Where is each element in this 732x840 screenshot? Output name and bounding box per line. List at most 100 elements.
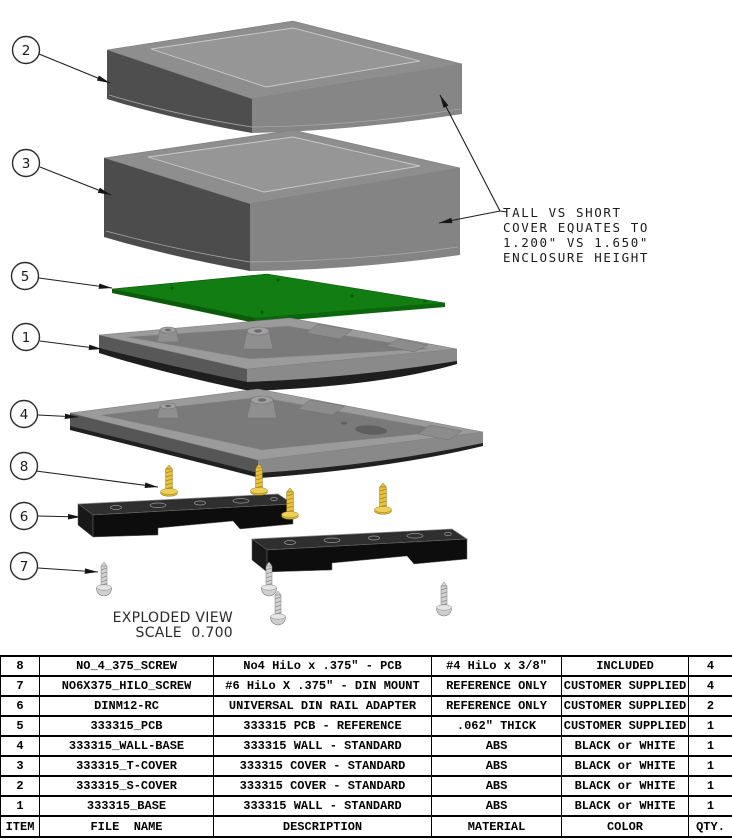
balloon-3-label: 3 xyxy=(22,156,31,172)
short-cover-part xyxy=(106,20,463,133)
base-part xyxy=(98,317,458,391)
bom-cell-color: INCLUDED xyxy=(561,655,689,677)
note-line-4: ENCLOSURE HEIGHT xyxy=(503,250,649,265)
bom-cell-qty: 1 xyxy=(688,775,732,797)
bom-header-item: ITEM xyxy=(0,815,40,838)
bom-cell-item: 7 xyxy=(0,675,40,697)
bom-cell-item: 5 xyxy=(0,715,40,737)
bom-cell-item: 4 xyxy=(0,735,40,757)
leader-line-balloon-5 xyxy=(38,277,113,289)
balloon-4: 4 xyxy=(9,399,39,429)
view-scale: SCALE 0.700 xyxy=(136,625,233,641)
bom-cell-color: CUSTOMER SUPPLIED xyxy=(561,695,689,717)
bom-row-item-3: 3 333315_T-COVER 333315 COVER - STANDARD… xyxy=(0,755,732,777)
bom-cell-material: ABS xyxy=(431,795,562,817)
bom-row-item-6: 6 DINM12-RC UNIVERSAL DIN RAIL ADAPTER R… xyxy=(0,695,732,717)
cover-height-note: TALL VS SHORT COVER EQUATES TO 1.200" VS… xyxy=(503,205,649,265)
balloon-8-label: 8 xyxy=(20,459,29,475)
note-line-3: 1.200" VS 1.650" xyxy=(503,235,649,250)
bom-cell-qty: 1 xyxy=(688,755,732,777)
leader-line-balloon-4 xyxy=(37,413,79,420)
bom-cell-material: ABS xyxy=(431,775,562,797)
bom-row-item-8: 8 NO_4_375_SCREW No4 HiLo x .375" - PCB … xyxy=(0,655,732,677)
bom-cell-qty: 2 xyxy=(688,695,732,717)
bom-cell-description: 333315 COVER - STANDARD xyxy=(213,775,432,797)
leader-line-balloon-3 xyxy=(39,166,112,196)
bom-cell-qty: 1 xyxy=(688,735,732,757)
balloon-2: 2 xyxy=(11,35,41,65)
bom-cell-item: 6 xyxy=(0,695,40,717)
bom-cell-file-name: 333315_BASE xyxy=(39,795,214,817)
balloons: 2 3 5 1 4 8 6 7 xyxy=(9,35,41,581)
bom-cell-item: 8 xyxy=(0,655,40,677)
bom-row-item-5: 5 333315_PCB 333315 PCB - REFERENCE .062… xyxy=(0,715,732,737)
bom-cell-file-name: NO_4_375_SCREW xyxy=(39,655,214,677)
leader-line-note-tall-cover xyxy=(438,210,501,224)
bom-header-row: ITEM FILE NAME DESCRIPTION MATERIAL COLO… xyxy=(0,815,732,838)
bom-cell-qty: 4 xyxy=(688,675,732,697)
leader-line-balloon-1 xyxy=(39,340,103,351)
balloon-4-label: 4 xyxy=(20,407,29,423)
balloon-7: 7 xyxy=(9,551,39,581)
bom-row-item-7: 7 NO6X375_HILO_SCREW #6 HiLo X .375" - D… xyxy=(0,675,732,697)
view-label: EXPLODED VIEW SCALE 0.700 xyxy=(113,610,233,641)
bom-cell-material: REFERENCE ONLY xyxy=(431,675,562,697)
bom-cell-item: 2 xyxy=(0,775,40,797)
bom-cell-description: #6 HiLo X .375" - DIN MOUNT xyxy=(213,675,432,697)
bom-cell-color: CUSTOMER SUPPLIED xyxy=(561,715,689,737)
bom-cell-file-name: 333315_S-COVER xyxy=(39,775,214,797)
leader-lines xyxy=(35,53,508,574)
leader-line-balloon-7 xyxy=(37,567,99,574)
tall-cover-part xyxy=(103,129,461,271)
bom-cell-qty: 1 xyxy=(688,715,732,737)
balloon-1: 1 xyxy=(11,322,41,352)
balloon-5-label: 5 xyxy=(21,269,30,285)
bom-cell-file-name: 333315_WALL-BASE xyxy=(39,735,214,757)
bom-cell-description: 333315 COVER - STANDARD xyxy=(213,755,432,777)
bom-cell-color: BLACK or WHITE xyxy=(561,735,689,757)
bom-cell-color: BLACK or WHITE xyxy=(561,775,689,797)
leader-tick xyxy=(499,210,508,213)
bom-cell-material: #4 HiLo x 3/8" xyxy=(431,655,562,677)
balloon-5: 5 xyxy=(10,261,40,291)
bom-header-description: DESCRIPTION xyxy=(213,815,432,838)
bom-cell-material: .062" THICK xyxy=(431,715,562,737)
bom-header-qty: QTY. xyxy=(688,815,732,838)
bom-header-color: COLOR xyxy=(561,815,689,838)
bom-row-item-4: 4 333315_WALL-BASE 333315 WALL - STANDAR… xyxy=(0,735,732,757)
balloon-2-label: 2 xyxy=(22,43,31,59)
bom-cell-description: 333315 WALL - STANDARD xyxy=(213,735,432,757)
bom-cell-description: 333315 PCB - REFERENCE xyxy=(213,715,432,737)
bom-cell-material: ABS xyxy=(431,735,562,757)
balloon-6: 6 xyxy=(9,501,39,531)
leader-line-note-short-cover xyxy=(439,94,501,212)
note-line-1: TALL VS SHORT xyxy=(503,205,622,220)
view-title: EXPLODED VIEW xyxy=(113,610,233,626)
balloon-8: 8 xyxy=(9,451,39,481)
bom-row-item-2: 2 333315_S-COVER 333315 COVER - STANDARD… xyxy=(0,775,732,797)
pcb-part xyxy=(111,273,446,323)
leader-line-balloon-8 xyxy=(35,470,159,489)
wall-base-part xyxy=(69,388,484,478)
bom-cell-file-name: NO6X375_HILO_SCREW xyxy=(39,675,214,697)
balloon-1-label: 1 xyxy=(22,330,31,346)
balloon-6-label: 6 xyxy=(20,509,29,525)
bom-cell-file-name: DINM12-RC xyxy=(39,695,214,717)
bom-cell-color: CUSTOMER SUPPLIED xyxy=(561,675,689,697)
bom-cell-qty: 1 xyxy=(688,795,732,817)
bom-cell-file-name: 333315_PCB xyxy=(39,715,214,737)
bom-cell-description: 333315 WALL - STANDARD xyxy=(213,795,432,817)
leader-line-balloon-2 xyxy=(38,53,111,84)
note-line-2: COVER EQUATES TO xyxy=(503,220,649,235)
bom-cell-color: BLACK or WHITE xyxy=(561,755,689,777)
leader-line-balloon-6 xyxy=(37,513,82,520)
bom-cell-description: No4 HiLo x .375" - PCB xyxy=(213,655,432,677)
bom-cell-material: ABS xyxy=(431,755,562,777)
bom-cell-item: 1 xyxy=(0,795,40,817)
bom-cell-material: REFERENCE ONLY xyxy=(431,695,562,717)
bom-cell-qty: 4 xyxy=(688,655,732,677)
balloon-7-label: 7 xyxy=(20,559,29,575)
din-rail-adapter-part xyxy=(77,493,468,573)
bom-cell-file-name: 333315_T-COVER xyxy=(39,755,214,777)
